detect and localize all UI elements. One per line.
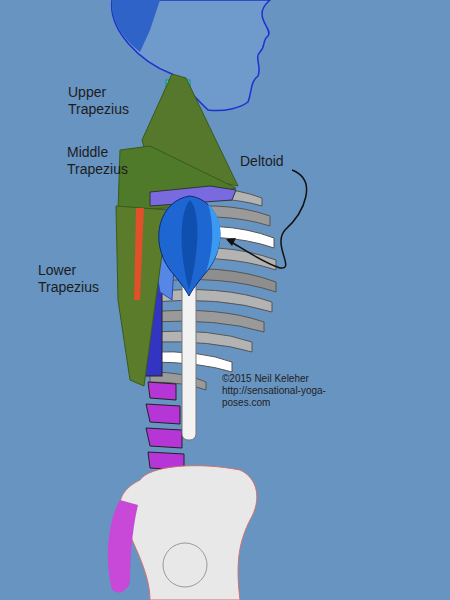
part-label: Lower Trapezius [38, 262, 113, 296]
rib [150, 331, 252, 352]
lumbar-spine [146, 382, 184, 470]
leader-line [228, 170, 307, 268]
sacrum [108, 500, 138, 592]
part-label: Deltoid [240, 153, 310, 170]
rib [150, 310, 264, 332]
hip-socket [163, 543, 207, 587]
pelvis [120, 466, 257, 600]
deltoid-middle [182, 200, 198, 290]
deltoid [159, 196, 220, 296]
arrow-head [226, 238, 236, 246]
website-note: http://sensational-yoga-poses.com [222, 385, 326, 409]
deltoid-front [206, 204, 221, 272]
part-label: Upper Trapezius [68, 84, 143, 118]
part-label: Middle Trapezius [67, 144, 142, 178]
hair-shape [112, 0, 160, 52]
copyright-note: ©2015 Neil Keleher [222, 373, 342, 385]
spinal-edge [134, 208, 144, 300]
